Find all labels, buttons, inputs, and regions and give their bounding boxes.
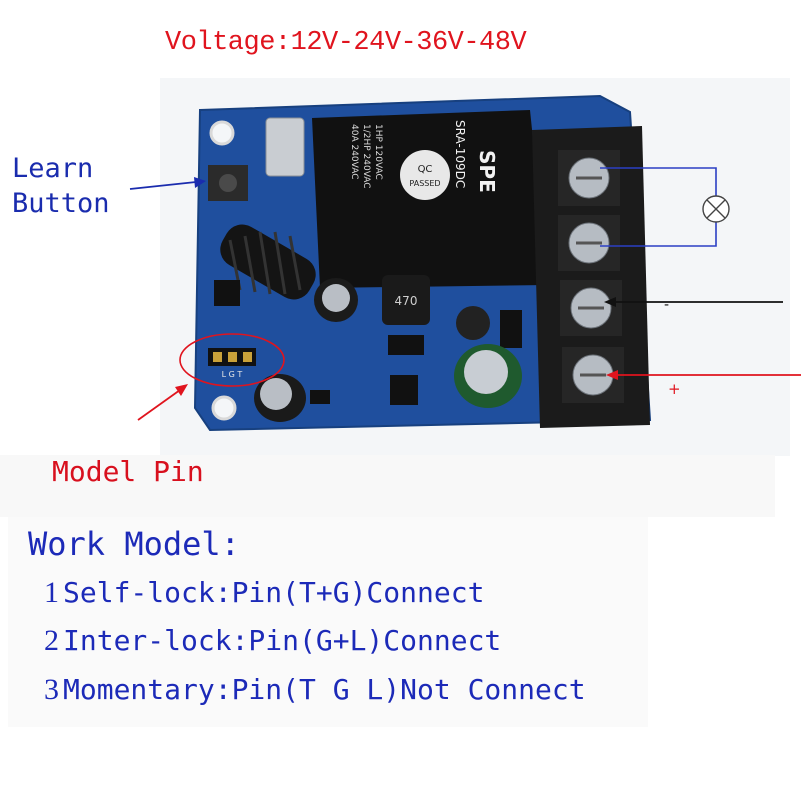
work-mode-number: 2 bbox=[44, 624, 59, 657]
mounting-hole bbox=[209, 120, 235, 146]
capacitor-top bbox=[322, 284, 350, 312]
model-pin-arrow-head bbox=[175, 384, 188, 396]
model-pin-highlight-ellipse bbox=[179, 333, 285, 387]
relay-rating: 40A 240VAC bbox=[349, 124, 359, 180]
relay: QC PASSED SPE SRA-109DC 1HP 120VAC 1/2HP… bbox=[312, 110, 548, 288]
electrolytic-capacitor-top bbox=[464, 350, 508, 394]
capacitor-top bbox=[260, 378, 292, 410]
terminal-screw[interactable] bbox=[558, 150, 620, 206]
model-pin-arrow bbox=[137, 389, 181, 421]
plus-arrow-head bbox=[606, 370, 618, 380]
learn-button-arrow bbox=[129, 181, 197, 190]
model-pin-label: Model Pin bbox=[52, 455, 204, 488]
work-model-panel bbox=[8, 517, 648, 727]
terminal-screw[interactable] bbox=[560, 280, 622, 336]
terminal-screw[interactable] bbox=[558, 215, 620, 271]
inductor-label: 470 bbox=[395, 294, 418, 308]
learn-button-cap bbox=[219, 174, 237, 192]
work-mode-number: 1 bbox=[44, 576, 59, 609]
work-mode-text: Self-lock:Pin(T+G)Connect bbox=[63, 576, 485, 609]
learn-arrow-head bbox=[194, 177, 206, 188]
mounting-hole bbox=[211, 395, 237, 421]
diode bbox=[388, 335, 424, 355]
ic-chip bbox=[390, 375, 418, 405]
caption-band bbox=[0, 455, 775, 517]
relay-model: SRA-109DC bbox=[453, 120, 467, 188]
work-mode-text: Inter-lock:Pin(G+L)Connect bbox=[63, 624, 502, 657]
learn-button-label-line1: Learn bbox=[12, 153, 94, 184]
pin-labels: L G T bbox=[222, 370, 243, 379]
relay-brand: SPE bbox=[475, 150, 499, 193]
minus-label: - bbox=[664, 297, 670, 313]
model-pin-header[interactable]: L G T bbox=[208, 348, 256, 379]
lamp-wiring bbox=[600, 167, 730, 247]
relay-rating: 1/2HP 240VAC bbox=[361, 124, 371, 189]
qc-passed-label: PASSED bbox=[409, 179, 440, 188]
inductor bbox=[382, 275, 430, 325]
crystal-oscillator bbox=[265, 117, 305, 177]
work-model-title: Work Model: bbox=[28, 525, 240, 563]
learn-button-label-line2: Button bbox=[12, 188, 110, 219]
qc-label: QC bbox=[418, 164, 433, 175]
ic-chip bbox=[214, 280, 240, 306]
terminal-block bbox=[532, 126, 650, 428]
minus-arrow-head bbox=[604, 297, 616, 307]
antenna-coil bbox=[220, 224, 316, 300]
work-mode-text: Momentary:Pin(T G L)Not Connect bbox=[63, 673, 586, 706]
plus-label: + bbox=[668, 380, 681, 398]
transistor bbox=[310, 390, 330, 404]
work-mode-number: 3 bbox=[44, 673, 59, 706]
voltage-title: Voltage:12V-24V-36V-48V bbox=[165, 28, 527, 58]
thermistor bbox=[456, 306, 490, 340]
smd-diode bbox=[500, 310, 522, 348]
qc-sticker bbox=[400, 150, 450, 200]
relay-rating: 1HP 120VAC bbox=[373, 124, 383, 180]
